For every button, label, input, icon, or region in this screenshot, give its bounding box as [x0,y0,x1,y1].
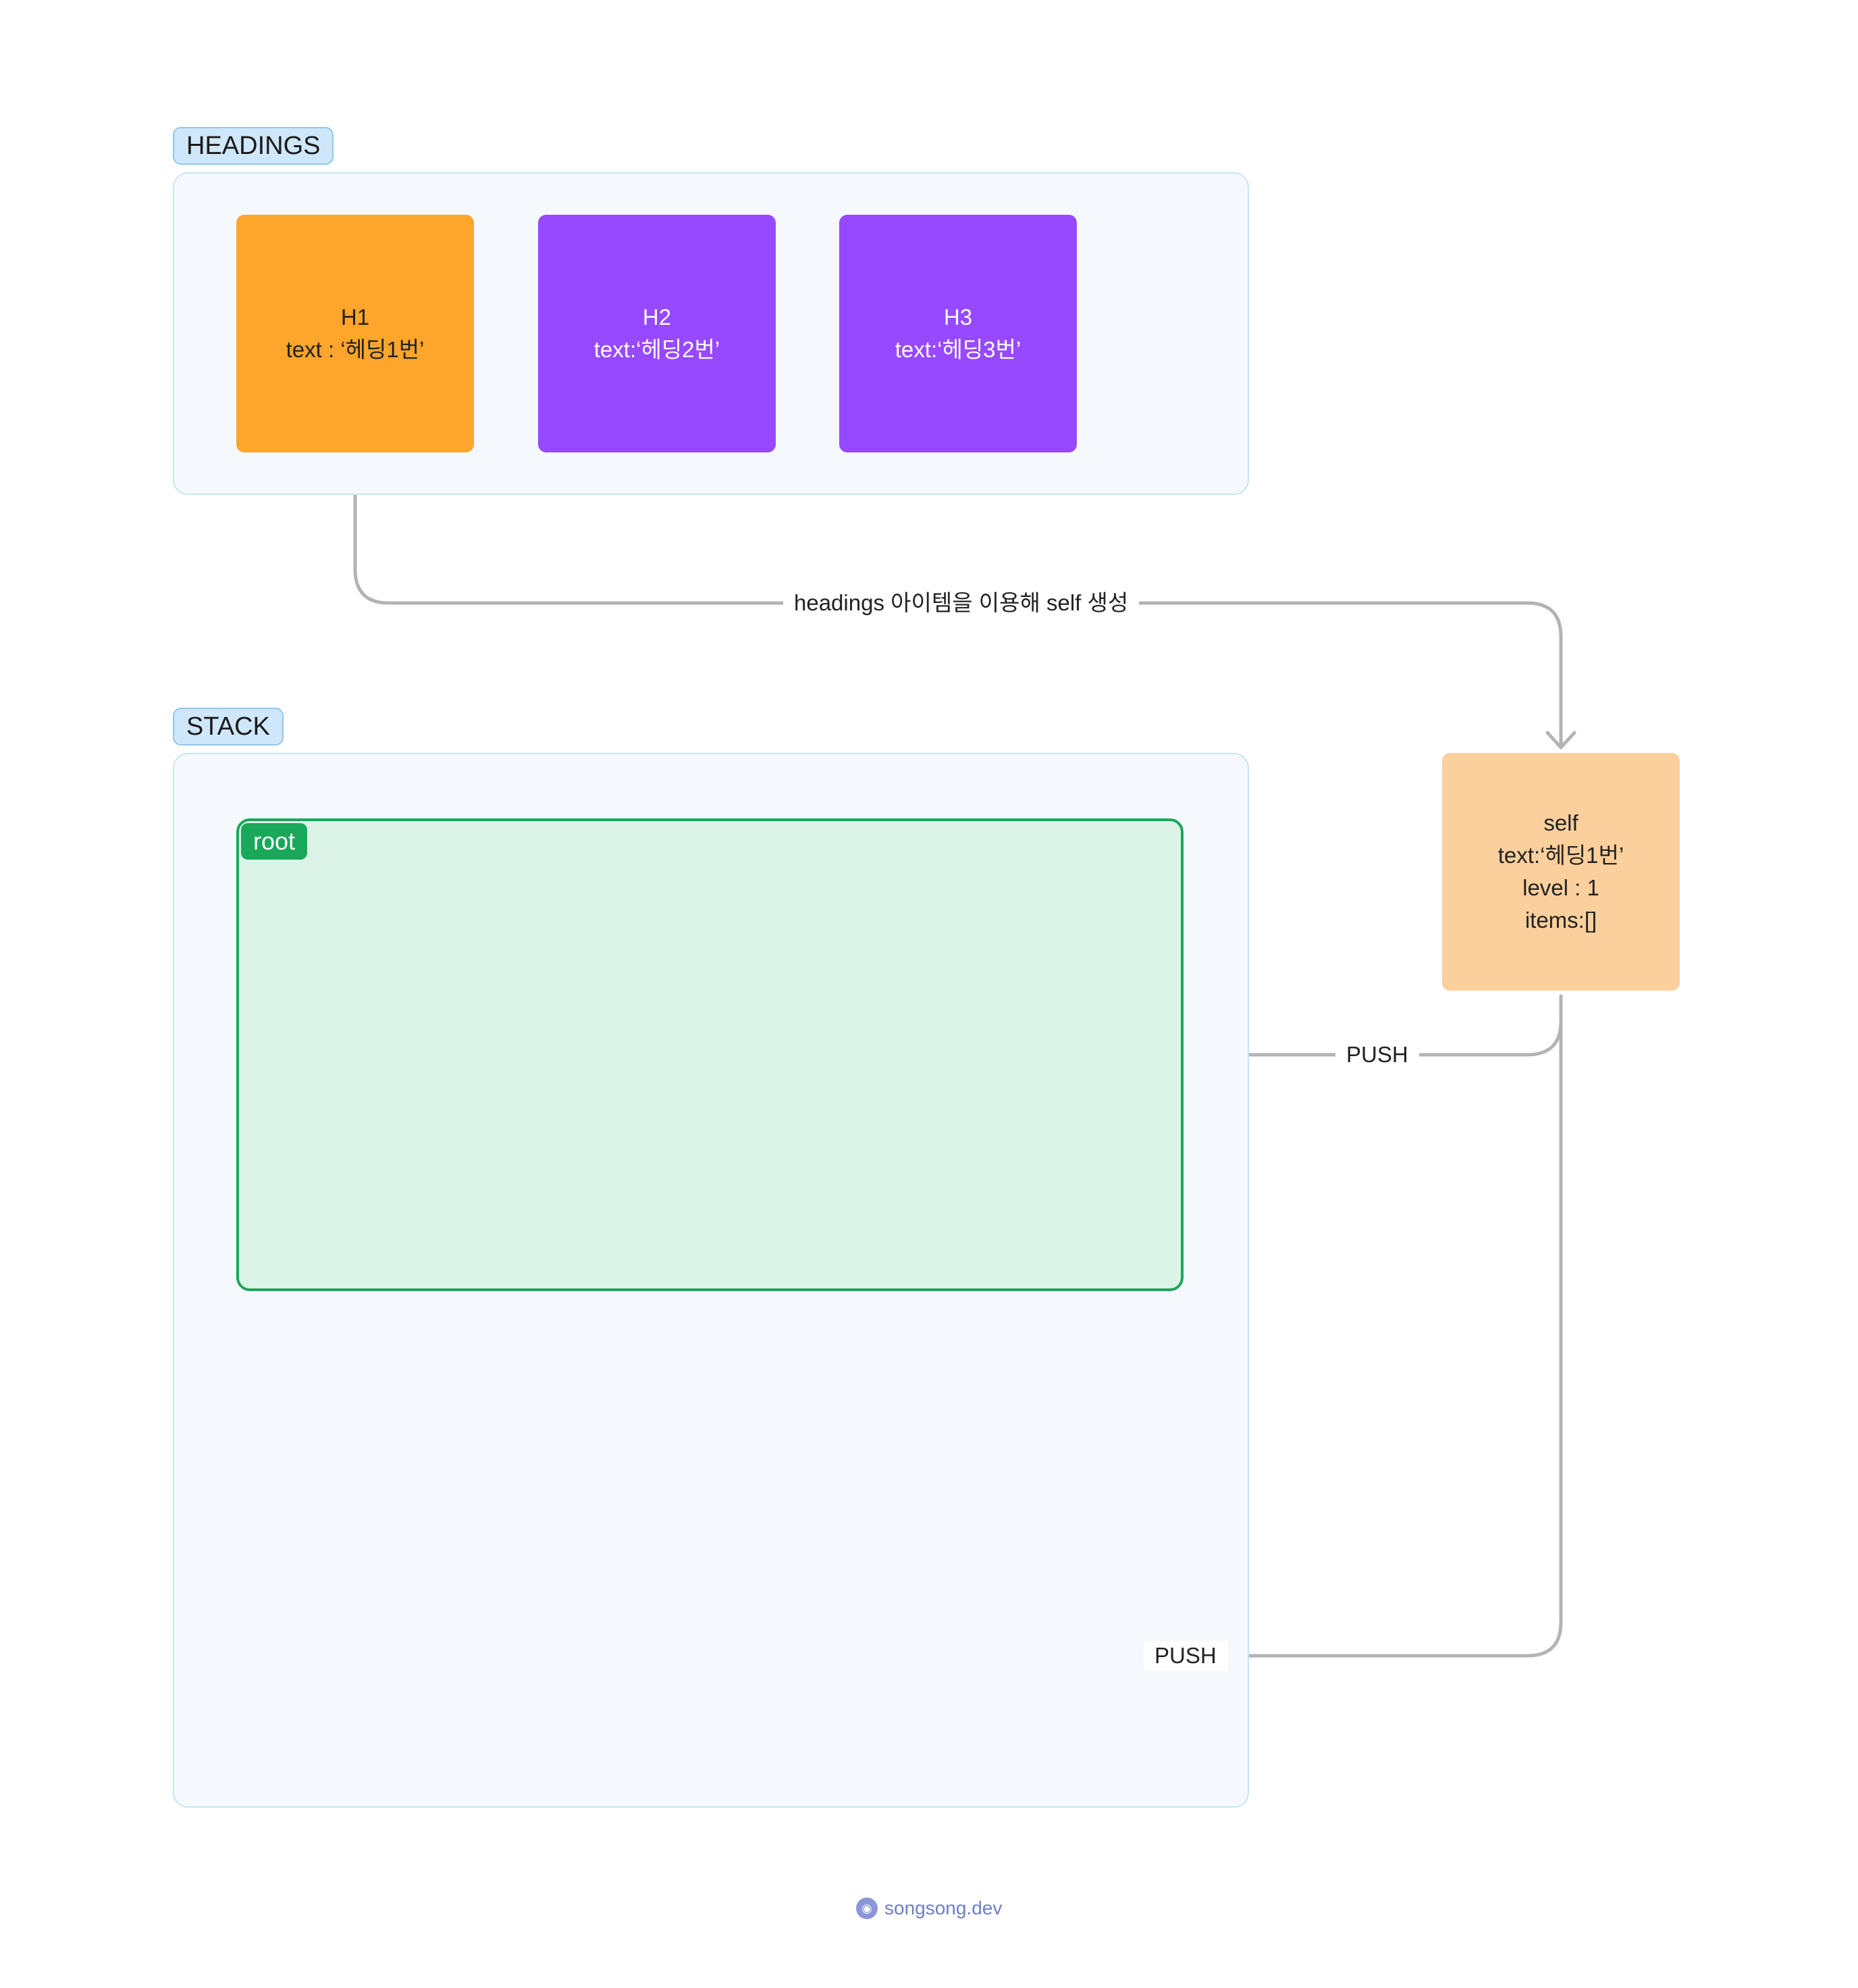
heading-card-title: H3 [943,305,973,330]
heading-card-h2: H2 text:‘헤딩2번’ [538,215,776,452]
headings-section-label: HEADINGS [173,127,334,165]
heading-card-text: text:‘헤딩2번’ [593,337,720,362]
heading-card-text: text : ‘헤딩1번’ [286,337,425,362]
heading-card-title: H2 [642,305,672,330]
heading-card-h3: H3 text:‘헤딩3번’ [839,215,1077,452]
self-card-text: text:‘헤딩1번’ [1497,843,1624,868]
connector-label: headings 아이템을 이용해 self 생성 [783,588,1140,618]
push-label-root: PUSH [1335,1040,1419,1070]
arrowhead-to-self [1545,731,1576,750]
root-node [236,818,1184,1291]
heading-card-h1: H1 text : ‘헤딩1번’ [236,215,474,452]
heading-card-title: H1 [340,305,370,330]
footer-brand: ◉ songsong.dev [856,1898,1002,1919]
globe-icon: ◉ [856,1898,878,1919]
stack-section-label: STACK [173,708,284,746]
heading-card-text: text:‘헤딩3번’ [895,337,1021,362]
connector-self-to-stack [805,1019,1563,1658]
self-card: self text:‘헤딩1번’ level : 1 items:[] [1442,753,1680,991]
footer-text: songsong.dev [884,1898,1003,1918]
self-card-title: self [1543,810,1578,835]
root-label: root [241,823,308,860]
self-card-level: level : 1 [1522,875,1599,900]
push-label-stack: PUSH [1144,1641,1227,1671]
self-card-items: items:[] [1524,908,1597,933]
